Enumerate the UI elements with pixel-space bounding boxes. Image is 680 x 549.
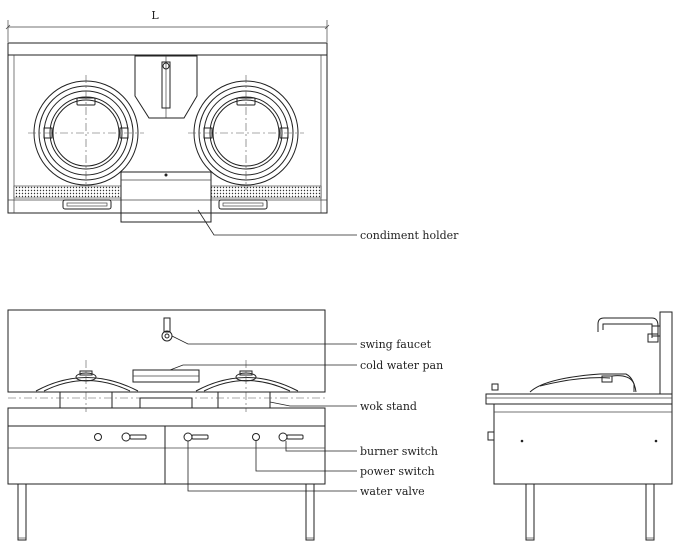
condiment-holder-plan: [120, 171, 212, 223]
burner-knob-right: [278, 432, 304, 442]
cabinet-side: [493, 403, 673, 485]
cabinet-body: [7, 407, 326, 485]
water-valve-knob: [183, 432, 209, 442]
burner-knob-left: [121, 432, 147, 442]
label-burner-switch: burner switch: [360, 445, 438, 458]
burner-right-plan: [188, 75, 304, 190]
label-cold-water-pan: cold water pan: [360, 359, 443, 372]
leg-front-right: [305, 483, 315, 541]
swing-faucet-front: [161, 317, 173, 342]
label-power-switch: power switch: [360, 465, 435, 478]
wok-left-front: [35, 360, 139, 412]
power-indicator-right: [252, 433, 260, 441]
dimension-label: L: [151, 9, 159, 22]
power-indicator-left: [94, 433, 102, 441]
drip-tray-right: [210, 185, 322, 199]
swing-faucet-side: [597, 317, 661, 343]
faucet-basin-plan: [134, 55, 198, 119]
drip-tray-left: [13, 185, 122, 199]
splash-outline: [7, 309, 326, 393]
plan-outline: [7, 42, 328, 214]
label-condiment-holder: condiment holder: [360, 229, 459, 242]
label-swing-faucet: swing faucet: [360, 338, 432, 351]
leg-front-left: [17, 483, 27, 541]
plan-view: L: [5, 9, 459, 242]
leg-side-front: [525, 483, 535, 541]
front-view: swing faucet cold water pan wok stand bu…: [7, 309, 443, 541]
side-view: [485, 311, 673, 541]
leg-side-back: [645, 483, 655, 541]
label-water-valve: water valve: [360, 485, 425, 498]
burner-left-plan: [28, 75, 144, 190]
dimension-line: L: [5, 9, 330, 42]
label-wok-stand: wok stand: [360, 400, 417, 413]
